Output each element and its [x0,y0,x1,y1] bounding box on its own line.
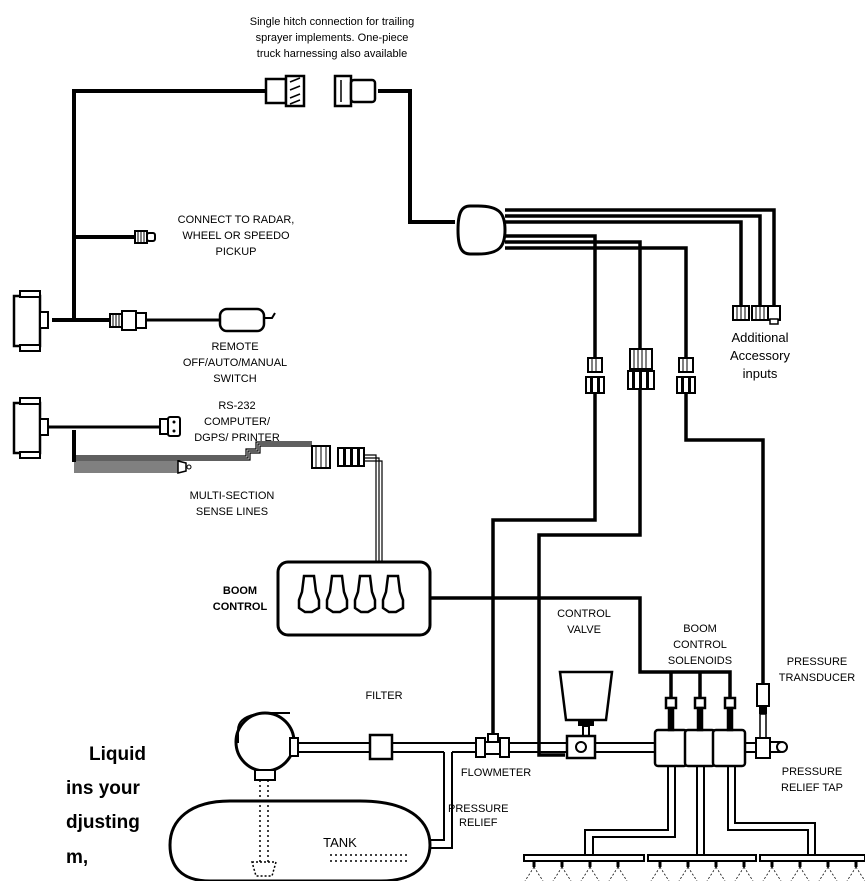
multi-section-label: MULTI-SECTION SENSE LINES [190,490,275,518]
rs232-label: RS-232 COMPUTER/ DGPS/ PRINTER [194,400,280,444]
accessory-label-line-1: Additional [731,330,788,345]
hitch-note-line-2: sprayer implements. One-piece [256,32,409,44]
accessory-connector-1 [732,305,750,321]
solenoids-label-line-1: BOOM [683,623,717,635]
relief-tap-label-line-2: RELIEF TAP [781,782,843,794]
flowmeter-cable-connector [585,357,605,394]
hitch-connector-left [264,74,306,108]
remote-label-line-3: SWITCH [213,373,256,385]
boom-switches [297,574,405,614]
accessory-label-line-3: inputs [743,366,778,381]
tank-label: TANK [323,835,357,850]
relief-tap-label: PRESSURE RELIEF TAP [781,766,843,794]
solenoid-cable-connector [627,348,655,390]
flowmeter [475,733,510,758]
solenoids-label-line-2: CONTROL [673,639,727,651]
side-caption-line-2: ins your [66,778,141,799]
console-unit-secondary [12,397,49,459]
control-valve-label-line-1: CONTROL [557,608,611,620]
radar-label-line-1: CONNECT TO RADAR, [178,214,295,226]
multi-section-connector [311,445,365,469]
radar-label-line-3: PICKUP [216,246,257,258]
accessory-connector-2 [751,305,769,321]
accessory-label: Additional Accessory inputs [730,330,790,381]
boom-feed-lines [584,766,816,855]
boom-control-label-line-2: CONTROL [213,601,268,613]
hitch-note-line-1: Single hitch connection for trailing [250,16,414,28]
rs232-label-line-3: DGPS/ PRINTER [194,432,280,444]
transducer-label: PRESSURE TRANSDUCER [779,656,855,684]
remote-switch-connector [109,310,220,331]
field-cables [430,389,765,757]
rs232-cable [48,425,160,462]
junction-branches [505,208,776,358]
filter [368,733,394,761]
pump [234,711,296,781]
hitch-connector-right [333,74,377,108]
radar-label: CONNECT TO RADAR, WHEEL OR SPEEDO PICKUP [178,214,295,258]
sense-lines-fan [74,461,178,473]
remote-label: REMOTE OFF/AUTO/MANUAL SWITCH [183,341,287,385]
control-valve [558,670,614,760]
tank [168,780,432,883]
transducer-label-line-2: TRANSDUCER [779,672,855,684]
boom-section-right [759,854,865,882]
remote-label-line-2: OFF/AUTO/MANUAL [183,357,287,369]
relief-label-line-2: RELIEF [459,817,498,829]
main-harness-cables [52,89,455,322]
rs232-label-line-1: RS-232 [218,400,255,412]
side-caption: Liquid ins your djusting m, [66,744,146,868]
multi-section-label-line-2: SENSE LINES [196,506,268,518]
rs232-connector [159,416,181,437]
harness-junction [456,204,507,256]
relief-label-line-1: PRESSURE [448,803,509,815]
boom-section-center [647,854,757,882]
relief-tap-label-line-1: PRESSURE [782,766,843,778]
remote-label-line-1: REMOTE [211,341,258,353]
accessory-label-line-2: Accessory [730,348,790,363]
side-caption-line-1: Liquid [89,744,146,765]
pump-fittings [289,737,299,757]
side-caption-line-3: djusting [66,812,140,833]
hitch-note-line-3: truck harnessing also available [257,48,407,60]
hitch-note: Single hitch connection for trailing spr… [250,16,414,60]
boom-section-left [523,854,645,882]
filter-label: FILTER [365,690,402,702]
relief-label: PRESSURE RELIEF [448,803,509,829]
radar-label-line-2: WHEEL OR SPEEDO [182,230,290,242]
control-valve-label-line-2: VALVE [567,624,601,636]
control-valve-label: CONTROL VALVE [557,608,611,636]
accessory-connector-3 [767,305,781,325]
pressure-transducer [755,683,788,759]
remote-switch-body [218,307,276,333]
boom-solenoids [653,696,747,768]
boom-control-label: BOOM CONTROL [213,585,268,613]
sense-lines-cable [74,441,383,565]
solenoids-label-line-3: SOLENOIDS [668,655,732,667]
sense-lines-end [177,460,192,474]
transducer-cable-connector [676,357,696,394]
console-unit-main [12,290,49,352]
side-caption-line-4: m, [66,847,88,868]
radar-pickup-connector [134,230,156,244]
boom-control-label-line-1: BOOM [223,585,257,597]
flowmeter-label: FLOWMETER [461,767,531,779]
transducer-label-line-1: PRESSURE [787,656,848,668]
rs232-label-line-2: COMPUTER/ [204,416,271,428]
multi-section-label-line-1: MULTI-SECTION [190,490,275,502]
solenoids-label: BOOM CONTROL SOLENOIDS [668,623,732,667]
